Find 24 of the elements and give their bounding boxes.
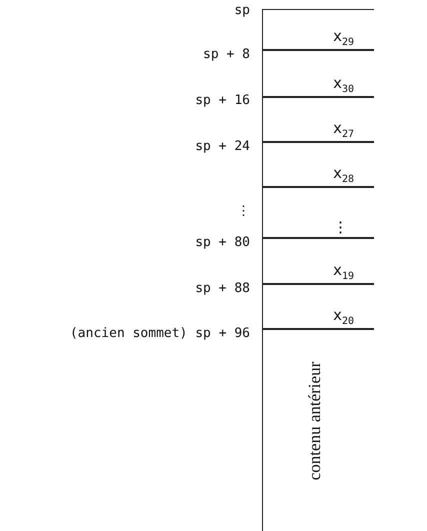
stack-cell (262, 284, 374, 329)
stack-cell (262, 9, 374, 50)
register-name: x$_{30}$ (333, 74, 354, 95)
register-name: x$_{20}$ (333, 306, 354, 327)
address-label: sp + 24 (195, 139, 250, 154)
address-label: sp + 16 (195, 93, 250, 108)
address-label: sp + 80 (195, 235, 250, 250)
register-name: x$_{27}$ (333, 119, 354, 140)
register-name: x$_{29}$ (333, 27, 354, 48)
address-label: sp + 88 (195, 281, 250, 296)
register-name: ⋮ (333, 218, 348, 236)
stack-cell (262, 50, 374, 97)
stack-cell (262, 187, 374, 238)
register-name: x$_{28}$ (333, 164, 354, 185)
address-label: (ancien sommet) sp + 96 (70, 326, 250, 341)
address-label: sp (234, 3, 250, 18)
cell-text: contenu antérieur (305, 362, 325, 480)
address-label: ⋮ (237, 203, 250, 219)
stack-cell (262, 329, 374, 531)
stack-cell (262, 142, 374, 187)
register-name: x$_{19}$ (333, 261, 354, 282)
address-label: sp + 8 (203, 47, 250, 62)
stack-cell (262, 97, 374, 142)
stack-cell (262, 238, 374, 284)
